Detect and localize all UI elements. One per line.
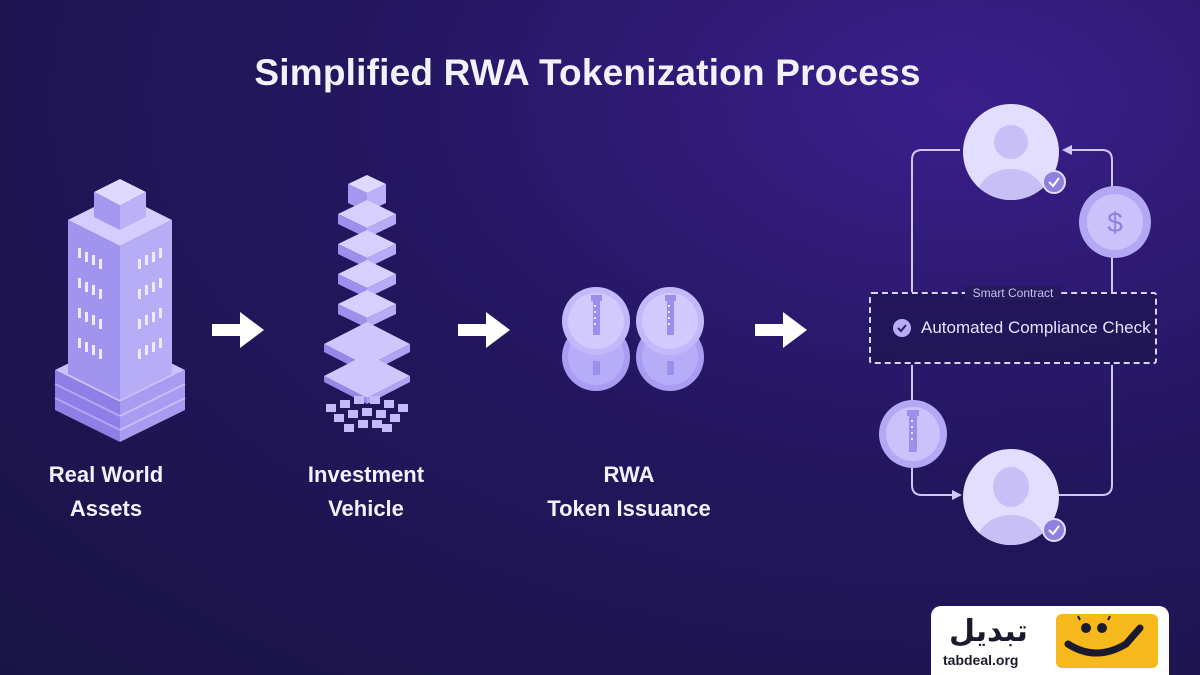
smart-contract-caption: Smart Contract: [964, 286, 1062, 300]
investor-avatar-top: [963, 104, 1059, 200]
arrow-right-icon: [212, 312, 264, 348]
arrow-right-icon: [755, 312, 807, 348]
compliance-check-text: Automated Compliance Check: [921, 318, 1151, 337]
page-title: Simplified RWA Tokenization Process: [254, 52, 921, 93]
verified-check-icon: [1042, 170, 1066, 194]
svg-text:$: $: [1107, 207, 1123, 238]
logo-name-fa: تبدیل: [949, 614, 1028, 649]
verified-check-icon: [1042, 518, 1066, 542]
token-coin-icon: [879, 400, 947, 468]
logo-mark-icon: [1056, 614, 1158, 668]
logo-domain: tabdeal.org: [943, 652, 1019, 668]
tokens-icon: [562, 287, 704, 391]
building-icon: [54, 179, 186, 442]
check-icon: [893, 319, 911, 337]
dollar-coin-icon: $: [1079, 186, 1151, 258]
investment-stack-icon: [324, 175, 410, 432]
tabdeal-logo: تبدیل tabdeal.org: [931, 606, 1169, 675]
smart-contract-box: Smart Contract Automated Compliance Chec…: [869, 286, 1157, 364]
arrow-right-icon: [458, 312, 510, 348]
cycle-connector: [911, 145, 1113, 500]
investor-avatar-bottom: [963, 449, 1059, 545]
